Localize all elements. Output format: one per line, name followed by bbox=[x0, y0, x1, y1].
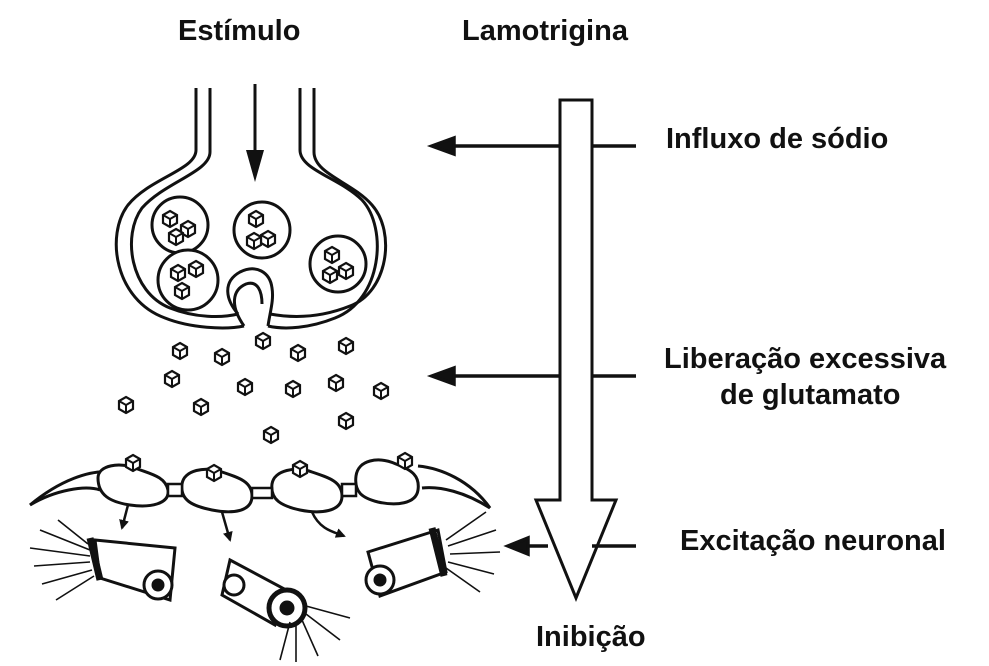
drug-label: Lamotrigina bbox=[462, 16, 628, 48]
excitation-cannons bbox=[30, 512, 500, 662]
synaptic-vesicles bbox=[152, 197, 366, 310]
stimulus-label: Estímulo bbox=[178, 16, 300, 48]
sodium-influx-label: Influxo de sódio bbox=[666, 124, 888, 156]
inhibition-label: Inibição bbox=[536, 622, 646, 654]
stimulus-arrow bbox=[246, 84, 264, 182]
glutamate-release-label-line1: Liberação excessiva bbox=[664, 344, 946, 376]
glutamate-release-label-line2: de glutamato bbox=[720, 380, 900, 412]
inhibition-arrow bbox=[536, 100, 616, 598]
blocked-effect-arrows bbox=[432, 138, 636, 554]
postsynaptic-membrane bbox=[30, 453, 490, 540]
neuronal-excitation-label: Excitação neuronal bbox=[680, 526, 946, 558]
released-glutamate bbox=[119, 333, 388, 443]
